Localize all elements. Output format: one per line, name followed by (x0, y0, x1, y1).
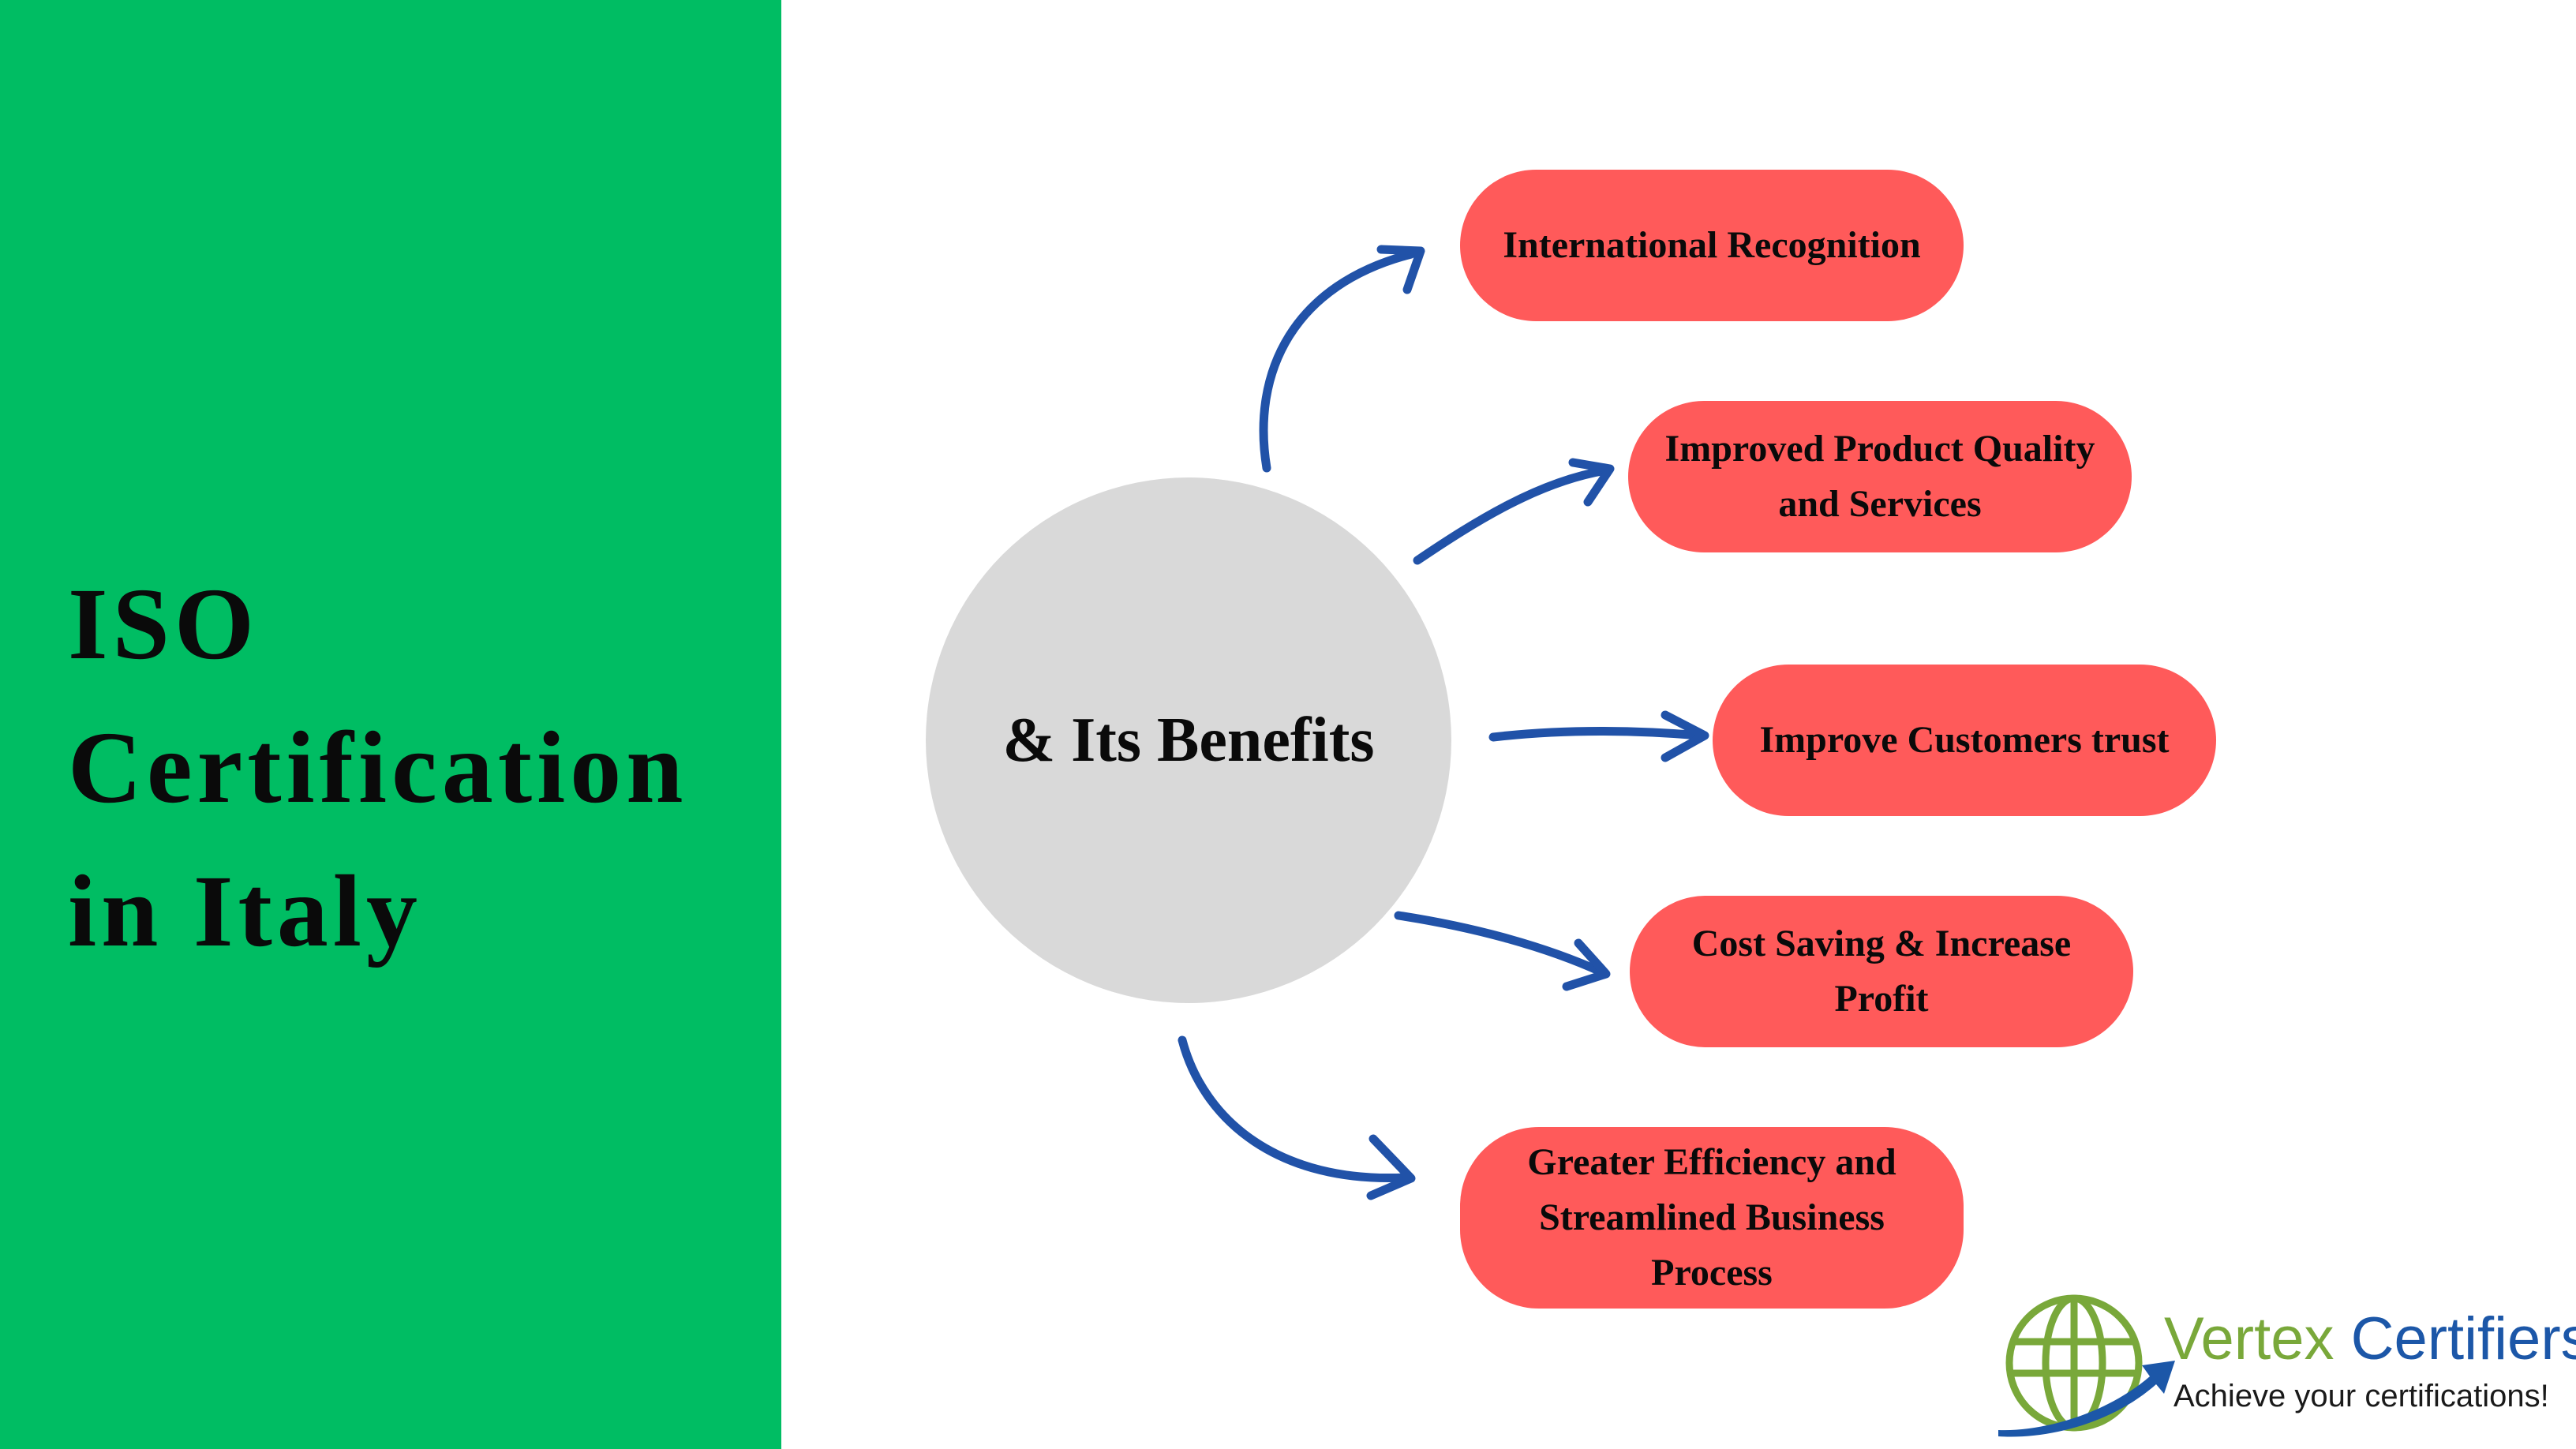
benefit-customer-trust: Improve Customers trust (1713, 665, 2216, 816)
globe-arrow-icon (1998, 1294, 2175, 1437)
arrow-1 (1259, 245, 1425, 473)
arrow-4 (1394, 911, 1611, 991)
benefit-label: Greater Efficiency and Streamlined Busin… (1527, 1141, 1896, 1294)
benefit-international-recognition: International Recognition (1460, 170, 1964, 321)
title-line-3: in Italy (68, 855, 422, 968)
benefit-cost-saving: Cost Saving & Increase Profit (1630, 896, 2133, 1047)
arrow-3 (1488, 710, 1709, 762)
vertex-certifiers-logo: Vertex Certifiers Achieve your certifica… (1995, 1282, 2576, 1443)
logo-tagline: Achieve your certifications! (2174, 1379, 2549, 1413)
benefit-label: Cost Saving & Increase Profit (1691, 923, 2072, 1020)
logo-wordmark: Vertex Certifiers (2164, 1305, 2576, 1373)
benefits-hub: & Its Benefits (926, 477, 1451, 1003)
arrow-2 (1413, 458, 1615, 565)
title-line-1: ISO (68, 567, 260, 681)
benefit-efficiency: Greater Efficiency and Streamlined Busin… (1460, 1127, 1964, 1309)
logo-word-certifiers: Certifiers (2350, 1305, 2576, 1372)
left-panel: ISO Certification in Italy (0, 0, 781, 1449)
benefit-product-quality: Improved Product Quality and Services (1628, 401, 2132, 552)
benefit-label: International Recognition (1503, 224, 1921, 266)
hub-label: & Its Benefits (1002, 705, 1375, 775)
logo-word-vertex: Vertex (2164, 1305, 2334, 1372)
benefit-label: Improved Product Quality and Services (1664, 428, 2095, 525)
title-line-2: Certification (68, 711, 688, 825)
page-title: ISO Certification in Italy (68, 552, 688, 983)
benefit-label: Improve Customers trust (1759, 719, 2170, 761)
arrow-5 (1178, 1035, 1416, 1200)
